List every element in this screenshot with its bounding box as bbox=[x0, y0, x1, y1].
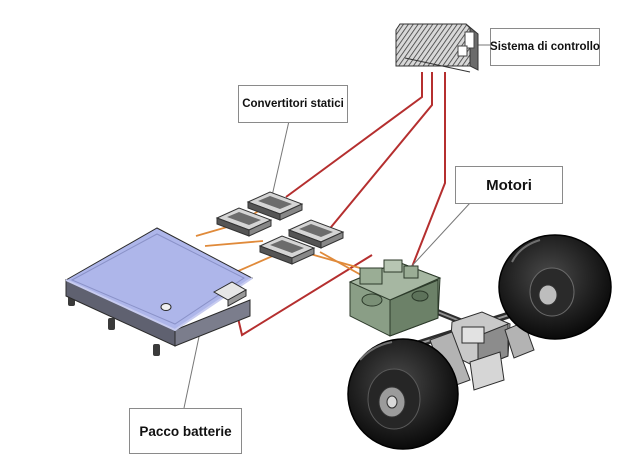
control-system-label: Sistema di controllo bbox=[490, 28, 600, 66]
control-unit bbox=[395, 23, 479, 73]
static-converters bbox=[215, 191, 345, 265]
motors-label-text: Motori bbox=[486, 176, 532, 194]
leader-motori bbox=[409, 202, 471, 269]
converter-module bbox=[287, 219, 345, 249]
converter-module bbox=[246, 191, 304, 221]
static-converters-label: Convertitori statici bbox=[238, 85, 348, 123]
wheel-rear-right bbox=[498, 234, 612, 340]
leader-lines bbox=[183, 44, 490, 409]
control-wire-converters bbox=[285, 72, 423, 198]
control-wire-converters-2 bbox=[326, 72, 433, 233]
control-wire-battery bbox=[237, 254, 373, 337]
motors-label: Motori bbox=[455, 166, 563, 204]
static-converters-label-text: Convertitori statici bbox=[242, 98, 344, 110]
battery-pack-label-text: Pacco batterie bbox=[139, 423, 232, 439]
wheel-front-left bbox=[347, 338, 459, 450]
battery-pack-label: Pacco batterie bbox=[129, 408, 242, 454]
converter-module bbox=[215, 207, 273, 237]
control-wire-motor bbox=[409, 72, 446, 273]
leader-pacco bbox=[183, 331, 201, 409]
motor bbox=[348, 259, 442, 337]
leader-converters bbox=[271, 120, 290, 197]
converter-module bbox=[258, 235, 316, 265]
battery-pack bbox=[64, 227, 253, 356]
control-system-label-text: Sistema di controllo bbox=[490, 41, 600, 53]
control-wires bbox=[237, 72, 446, 337]
